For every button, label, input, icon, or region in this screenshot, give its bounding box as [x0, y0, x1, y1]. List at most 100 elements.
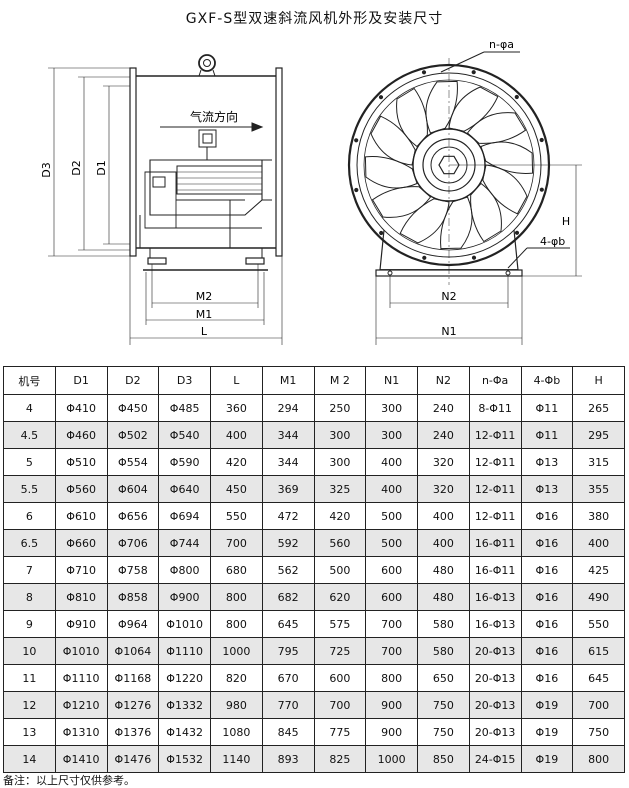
table-cell: 300	[313, 421, 367, 449]
table-cell: 562	[261, 556, 315, 584]
fan-blade	[448, 86, 499, 132]
table-cell: 9	[3, 610, 56, 638]
column-header: N2	[417, 366, 470, 395]
table-cell: 795	[261, 637, 315, 665]
table-cell: Φ1110	[158, 637, 211, 665]
table-cell: 4.5	[3, 421, 56, 449]
column-header: D3	[158, 366, 211, 395]
table-cell: Φ502	[106, 421, 160, 449]
fan-blade	[364, 156, 418, 189]
table-cell: 700	[365, 637, 418, 665]
table-cell: 6	[3, 502, 56, 530]
table-cell: 240	[417, 421, 470, 449]
table-cell: Φ900	[158, 583, 211, 611]
table-cell: Φ1168	[106, 664, 160, 692]
table-cell: Φ706	[106, 529, 160, 557]
table-cell: 750	[572, 718, 625, 746]
table-cell: Φ1310	[54, 718, 108, 746]
column-header: N1	[365, 366, 418, 395]
table-cell: 400	[417, 529, 470, 557]
m1-label: M1	[196, 308, 213, 321]
table-cell: 13	[3, 718, 56, 746]
table-cell: Φ11	[520, 394, 574, 422]
table-cell: Φ1010	[54, 637, 108, 665]
table-cell: 682	[261, 583, 315, 611]
table-cell: 5.5	[3, 475, 56, 503]
table-cell: 800	[210, 583, 263, 611]
table-cell: 825	[313, 745, 367, 773]
table-cell: 592	[261, 529, 315, 557]
fan-blade	[480, 141, 534, 174]
table-cell: Φ964	[106, 610, 160, 638]
table-cell: 700	[210, 529, 263, 557]
table-cell: 550	[210, 502, 263, 530]
table-cell: 380	[572, 502, 625, 530]
table-cell: 750	[417, 718, 470, 746]
bolt-hole	[378, 95, 384, 100]
table-cell: Φ11	[520, 421, 574, 449]
d3-label: D3	[40, 162, 53, 177]
table-cell: 11	[3, 664, 56, 692]
table-cell: 4	[3, 394, 56, 422]
table-cell: Φ560	[54, 475, 108, 503]
table-cell: Φ410	[54, 394, 108, 422]
table-cell: 400	[417, 502, 470, 530]
table-cell: 645	[261, 610, 315, 638]
table-cell: 6.5	[3, 529, 56, 557]
table-cell: Φ656	[106, 502, 160, 530]
table-cell: 600	[365, 556, 418, 584]
table-cell: 820	[210, 664, 263, 692]
table-cell: 650	[417, 664, 470, 692]
bolt-hole	[421, 70, 427, 75]
table-cell: 12	[3, 691, 56, 719]
table-cell: Φ694	[158, 502, 211, 530]
table-cell: Φ16	[520, 502, 574, 530]
table-cell: 575	[313, 610, 367, 638]
table-cell: Φ1532	[158, 745, 211, 773]
table-cell: 400	[210, 421, 263, 449]
table-cell: 16-Φ11	[468, 556, 522, 584]
table-cell: Φ510	[54, 448, 108, 476]
table-cell: 294	[261, 394, 315, 422]
table-cell: 355	[572, 475, 625, 503]
table-cell: Φ540	[158, 421, 211, 449]
d1-label: D1	[95, 160, 108, 175]
table-cell: 320	[417, 448, 470, 476]
table-cell: 1000	[210, 637, 263, 665]
n2-label: N2	[441, 290, 456, 303]
table-cell: Φ1432	[158, 718, 211, 746]
bolt-hole	[379, 230, 384, 236]
table-cell: 480	[417, 583, 470, 611]
table-cell: 10	[3, 637, 56, 665]
fan-blade	[370, 115, 416, 166]
l-label: L	[201, 325, 208, 338]
table-cell: 344	[261, 421, 315, 449]
table-cell: 800	[572, 745, 625, 773]
table-cell: Φ13	[520, 475, 574, 503]
column-header: D1	[54, 366, 108, 395]
fan-blade	[425, 80, 458, 134]
table-cell: Φ16	[520, 529, 574, 557]
table-cell: 700	[313, 691, 367, 719]
table-cell: Φ590	[158, 448, 211, 476]
table-cell: Φ1410	[54, 745, 108, 773]
h-label: H	[562, 215, 570, 228]
table-cell: 20-Φ13	[468, 718, 522, 746]
table-cell: Φ19	[520, 718, 574, 746]
table-cell: 900	[365, 718, 418, 746]
airflow-direction-label: 气流方向	[190, 109, 238, 124]
fan-blade	[466, 112, 527, 144]
table-cell: 8-Φ11	[468, 394, 522, 422]
table-cell: 775	[313, 718, 367, 746]
table-cell: 580	[417, 610, 470, 638]
footnote: 备注：以上尺寸仅供参考。	[3, 774, 135, 787]
fan-blade	[440, 196, 473, 250]
table-cell: 400	[572, 529, 625, 557]
